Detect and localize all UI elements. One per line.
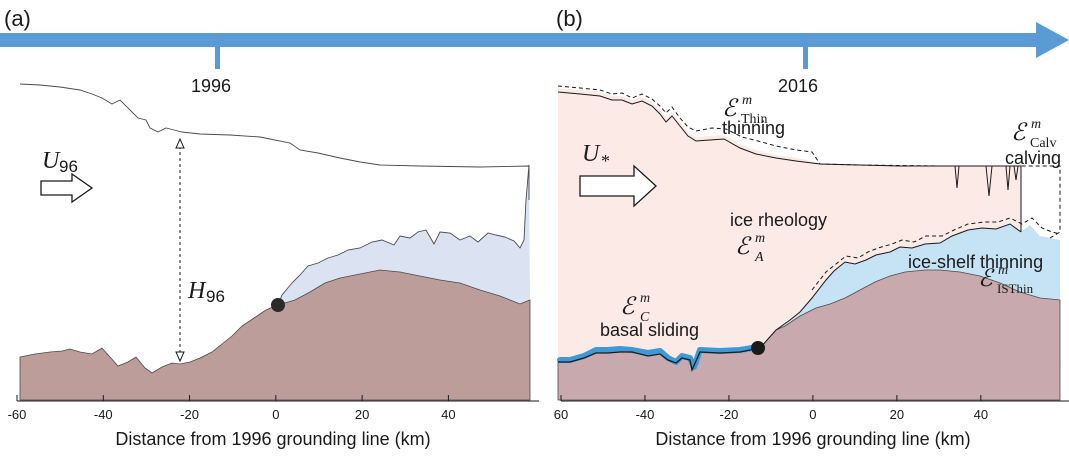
panel-b-calved-front [1021, 166, 1060, 232]
sliding-sup: m [640, 291, 650, 306]
rheology-symbol: ℰ [735, 234, 752, 260]
thinning-sup: m [742, 93, 752, 108]
panel-a-grounding-point [271, 298, 285, 312]
thinning-symbol: ℰ [722, 96, 739, 122]
panel-b-ice-body [558, 88, 1021, 363]
panel-a-shelf-base-line [277, 164, 530, 306]
tick-2016 [803, 47, 808, 69]
panel-b-shelf-cavity [776, 224, 1060, 330]
panel-a-tick-label: -60 [8, 407, 27, 422]
calving-symbol: ℰ [1011, 120, 1028, 146]
panel-b-grounding-point [751, 341, 765, 355]
panel-b-tick-label: 40 [974, 407, 988, 422]
sliding-sub: C [640, 310, 650, 325]
thinning-text: thinning [722, 118, 785, 138]
panel-a-tick-label: 40 [441, 407, 455, 422]
panel-b-tick-label: 60 [554, 407, 568, 422]
shelf-thinning-symbol: ℰ [978, 266, 995, 292]
rheology-sub: A [754, 250, 764, 265]
panel-b: U * ℰ m Thin thinning ℰ m Calv calving i… [554, 85, 1069, 449]
year-1996-label: 1996 [191, 76, 231, 96]
shelf-thinning-sup: m [998, 263, 1008, 278]
panel-b-label: (b) [556, 6, 583, 31]
panel-a-thickness-top-head [175, 137, 185, 149]
panel-b-x-axis: 60 -40 -20 0 20 40 [554, 395, 1069, 422]
calving-text: calving [1005, 148, 1061, 168]
thinning-sub: Thin [741, 112, 767, 127]
rheology-sup: m [755, 231, 765, 246]
panel-a-label: (a) [4, 6, 31, 31]
panel-a-tick-label: -40 [94, 407, 113, 422]
panel-a-tick-label: -20 [180, 407, 199, 422]
panel-b-tick-label: 20 [890, 407, 904, 422]
panel-b-velocity-symbol: U [582, 141, 601, 167]
panel-b-tick-label: 0 [809, 407, 816, 422]
panel-a-tick-label: 20 [355, 407, 369, 422]
panel-b-crevasses [954, 165, 1019, 197]
panel-a: U 96 H 96 -60 -40 -20 0 20 40 Distance from 1… [8, 83, 539, 449]
calving-sup: m [1031, 117, 1041, 132]
panel-b-bed-line [558, 347, 761, 373]
panel-b-tick-label: -40 [636, 407, 655, 422]
panel-a-x-axis: -60 -40 -20 0 20 40 [8, 395, 539, 422]
panel-a-tick-label: 0 [272, 407, 279, 422]
panel-a-velocity-sub: 96 [59, 157, 78, 176]
sliding-symbol: ℰ [620, 294, 637, 320]
panel-a-bed [19, 269, 531, 401]
shelf-thinning-sub: ISThin [997, 281, 1034, 296]
panel-b-x-axis-label: Distance from 1996 grounding line (km) [655, 429, 970, 449]
panel-b-basal-sliding-line [557, 344, 761, 370]
panel-b-velocity-sub: * [601, 151, 610, 171]
panel-b-surface-2016 [557, 91, 1022, 232]
panel-a-ice-surface [19, 83, 530, 200]
panel-a-thickness-sub: 96 [206, 287, 225, 306]
shelf-thinning-text: ice-shelf thinning [908, 252, 1043, 272]
panel-b-surface-1996 [557, 85, 1061, 239]
panel-a-thickness-symbol: H [187, 278, 207, 304]
panel-a-thickness-bottom-head [175, 351, 185, 363]
panel-a-shelf-cavity [278, 165, 530, 305]
year-2016-label: 2016 [778, 76, 818, 96]
panel-b-shelf-base-1996 [811, 217, 1061, 291]
panel-a-x-axis-label: Distance from 1996 grounding line (km) [115, 429, 430, 449]
panel-a-velocity-symbol: U [42, 148, 61, 174]
panel-b-shelf-base-2016 [759, 223, 1022, 349]
timeline-arrow: 1996 2016 [0, 22, 1069, 96]
tick-1996 [215, 47, 220, 69]
rheology-text: ice rheology [730, 210, 827, 230]
panel-b-tick-label: -20 [720, 407, 739, 422]
sliding-text: basal sliding [600, 320, 699, 340]
panel-a-velocity-arrow [40, 172, 94, 204]
panel-b-velocity-arrow [579, 164, 657, 208]
calving-sub: Calv [1030, 136, 1056, 151]
